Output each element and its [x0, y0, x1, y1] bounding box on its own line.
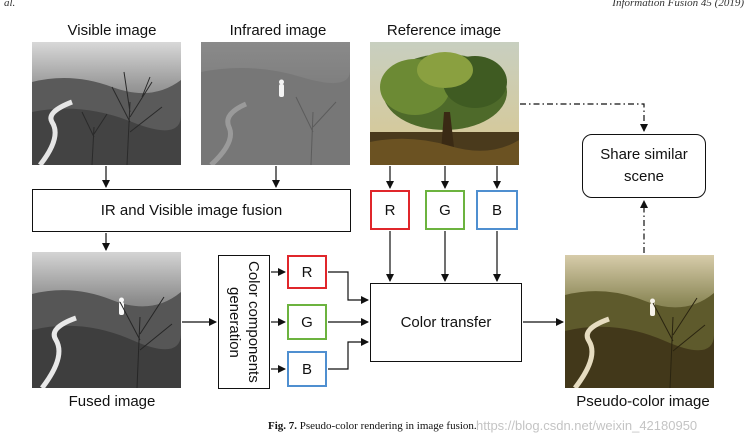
visible-image-label: Visible image [67, 22, 157, 39]
reference-r-label: R [384, 201, 396, 219]
color-components-label: Color components generation [225, 261, 263, 383]
figure-caption-number: Fig. 7. [268, 420, 298, 432]
reference-image-label: Reference image [386, 22, 502, 39]
visible-image [32, 42, 181, 165]
fused-r-label: R [301, 263, 313, 281]
color-transfer-label: Color transfer [400, 314, 492, 331]
share-similar-scene-box: Share similar scene [582, 134, 706, 198]
fused-g-label: G [301, 313, 313, 331]
infrared-image-label: Infrared image [229, 22, 327, 39]
fused-g-channel: G [287, 304, 327, 340]
share-scene-line1: Share similar [600, 146, 688, 163]
figure-caption: Fig. 7. Pseudo-color rendering in image … [268, 420, 477, 432]
arrow-fused-b-to-transfer [328, 338, 369, 370]
reference-b-channel: B [476, 190, 518, 230]
pseudo-color-image [565, 255, 714, 388]
fused-image-label: Fused image [68, 393, 156, 410]
fusion-box: IR and Visible image fusion [32, 189, 351, 232]
fused-r-channel: R [287, 255, 327, 289]
reference-b-label: B [491, 201, 502, 219]
dashdot-reference-to-share [520, 103, 648, 132]
reference-g-channel: G [425, 190, 465, 230]
reference-r-channel: R [370, 190, 410, 230]
figure-caption-text: Pseudo-color rendering in image fusion. [299, 420, 477, 432]
fusion-box-label: IR and Visible image fusion [100, 202, 283, 219]
share-scene-line2: scene [623, 168, 665, 185]
header-left: al. [4, 0, 16, 9]
pseudo-color-image-label: Pseudo-color image [576, 393, 710, 410]
color-components-generation-box: Color components generation [218, 255, 270, 389]
fused-image [32, 252, 181, 388]
fused-b-channel: B [287, 351, 327, 387]
color-transfer-box: Color transfer [370, 283, 522, 362]
reference-image [370, 42, 519, 165]
infrared-image [201, 42, 350, 165]
header-right: Information Fusion 45 (2019) [612, 0, 744, 9]
color-components-line1: Color components [245, 261, 262, 383]
reference-g-label: G [439, 201, 451, 219]
arrow-fused-r-to-transfer [328, 271, 369, 304]
fused-b-label: B [301, 360, 312, 378]
watermark: https://blog.csdn.net/weixin_42180950 [476, 418, 698, 433]
color-components-line2: generation [226, 286, 243, 358]
